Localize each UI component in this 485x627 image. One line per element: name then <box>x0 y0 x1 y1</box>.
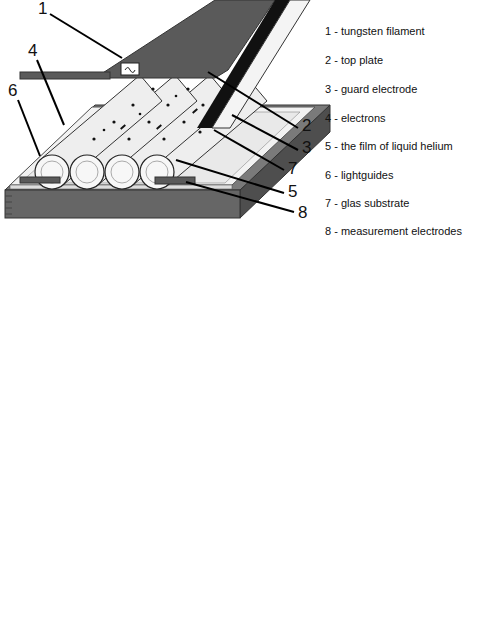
callout-number: 4 <box>28 42 37 61</box>
legend-text: 2 - top plate <box>325 54 383 66</box>
legend-text: 3 - guard electrode <box>325 83 417 95</box>
top-plate-tab <box>20 177 60 183</box>
legend-text: 8 - measurement electrodes <box>325 225 462 237</box>
guard-electrode <box>212 0 310 128</box>
callout-number: 5 <box>288 183 297 202</box>
legend-text: 4 - electrons <box>325 112 386 124</box>
callout-number: 7 <box>288 160 297 179</box>
legend-text: 5 - the film of liquid helium <box>325 140 453 152</box>
electrode-teeth <box>5 196 12 214</box>
top-plate-lip <box>20 72 110 79</box>
legend-text: 6 - lightguides <box>325 169 394 181</box>
lightguide-ends <box>35 155 174 189</box>
leader-lines <box>18 14 298 212</box>
callout-number: 1 <box>38 0 47 19</box>
legend-text: 1 - tungsten filament <box>325 25 425 37</box>
callout-number: 8 <box>298 204 307 223</box>
legend-text: 7 - glas substrate <box>325 197 409 209</box>
measurement-electrodes <box>5 190 240 218</box>
filament-coil <box>125 68 135 73</box>
callout-number: 3 <box>302 139 311 158</box>
callout-number: 6 <box>8 82 17 101</box>
callout-number: 2 <box>302 117 311 136</box>
guard-strip <box>197 0 290 128</box>
tungsten-filament <box>121 63 139 75</box>
